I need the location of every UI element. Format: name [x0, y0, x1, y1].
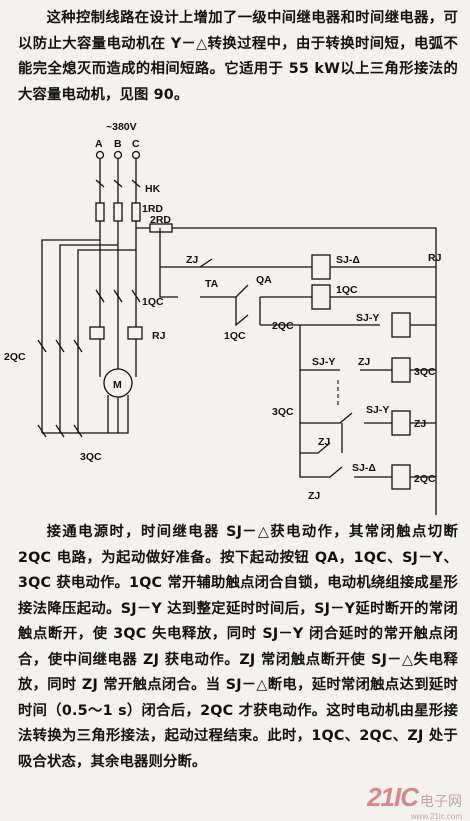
fuse-1rd-b	[113, 202, 123, 222]
watermark-cn: 电子网	[420, 793, 462, 809]
2qc-main-label: 2QC	[4, 351, 26, 363]
fuse-1rd-c	[131, 202, 141, 222]
ta-label: TA	[205, 278, 219, 290]
zj-contact2-label: ZJ	[318, 436, 330, 448]
coil-2qc-label: 2QC	[414, 473, 436, 485]
terminal-c	[131, 150, 141, 160]
phase-a-label: A	[95, 138, 103, 150]
intro-paragraph: 这种控制线路在设计上增加了一级中间继电器和时间继电器，可以防止大容量电动机在 Y…	[18, 6, 458, 108]
fuse-2rd	[149, 223, 173, 233]
coil-sj-delta	[311, 254, 331, 280]
hk-switch	[95, 179, 141, 188]
coil-1qc	[311, 284, 331, 310]
body-paragraph: 接通电源时，时间继电器 SJ－△获电动作，其常闭触点切断 2QC 电路，为起动做…	[18, 520, 458, 775]
body-text: 接通电源时，时间继电器 SJ－△获电动作，其常闭触点切断 2QC 电路，为起动做…	[18, 524, 458, 770]
delta-branch-lines	[41, 239, 136, 433]
coil-1qc-label: 1QC	[336, 284, 358, 296]
phase-b-label: B	[114, 138, 122, 150]
fuse-1rd-a	[95, 202, 105, 222]
terminal-b	[113, 150, 123, 160]
rj-thermal-a	[89, 326, 105, 340]
control-left-rail	[159, 228, 300, 268]
watermark-url: www.21ic.com	[410, 812, 462, 821]
sjy-contact2-label: SJ-Y	[312, 356, 335, 368]
intro-text: 这种控制线路在设计上增加了一级中间继电器和时间继电器，可以防止大容量电动机在 Y…	[18, 10, 458, 103]
3qc-main-contacts	[37, 424, 83, 438]
1qc-main-contacts	[95, 289, 141, 303]
coil-sj-y	[391, 312, 411, 338]
coil-zj-label: ZJ	[414, 418, 426, 430]
coil-3qc-label: 3QC	[414, 366, 436, 378]
sjy-contact3-label: SJ-Y	[366, 404, 389, 416]
motor-lower-leads	[42, 395, 129, 434]
hk-label: HK	[145, 183, 161, 195]
voltage-label: ~380V	[106, 121, 137, 133]
2qc-main-contacts	[37, 339, 83, 353]
control-circuit-diagram: ~380V A B C HK 1RD 2RD 1QC 2QC RJ M 3QC …	[4, 121, 442, 515]
3qc-ctrl-label: 3QC	[272, 406, 294, 418]
zj-self-hold	[299, 423, 343, 454]
control-top-rail	[136, 227, 437, 267]
qa-label: QA	[256, 274, 272, 286]
2rd-label: 2RD	[150, 214, 171, 226]
rj-thermal-c	[127, 326, 143, 340]
2qc-ctrl-label: 2QC	[272, 320, 294, 332]
rj-right-label: RJ	[428, 252, 442, 264]
rj-left-label: RJ	[152, 330, 166, 342]
2qc-branch	[299, 453, 436, 478]
main-phase-lines	[99, 159, 137, 377]
watermark-logo: 21IC	[367, 782, 419, 812]
phase-c-label: C	[132, 138, 140, 150]
zj-branch	[299, 370, 436, 424]
coil-sjd-label: SJ-Δ	[336, 254, 360, 266]
coil-2qc	[391, 464, 411, 490]
zj-contact1-label: ZJ	[358, 356, 370, 368]
coil-zj	[391, 410, 411, 436]
zj-top-contact	[199, 258, 213, 268]
coil-3qc	[391, 357, 411, 383]
3qc-main-label: 3QC	[80, 451, 102, 463]
zj-top-label: ZJ	[186, 254, 198, 266]
zj-contact3-label: ZJ	[308, 490, 320, 502]
1qc-main-label: 1QC	[142, 296, 164, 308]
1rd-label: 1RD	[142, 203, 163, 215]
sjd-contact-label: SJ-Δ	[352, 462, 376, 474]
1qc-ctrl-label: 1QC	[224, 330, 246, 342]
terminal-a	[95, 150, 105, 160]
sjy-contact-label: SJ-Y	[356, 312, 379, 324]
start-circuit	[159, 267, 312, 298]
1qc-self-hold	[235, 297, 261, 327]
motor-label: M	[113, 379, 122, 391]
